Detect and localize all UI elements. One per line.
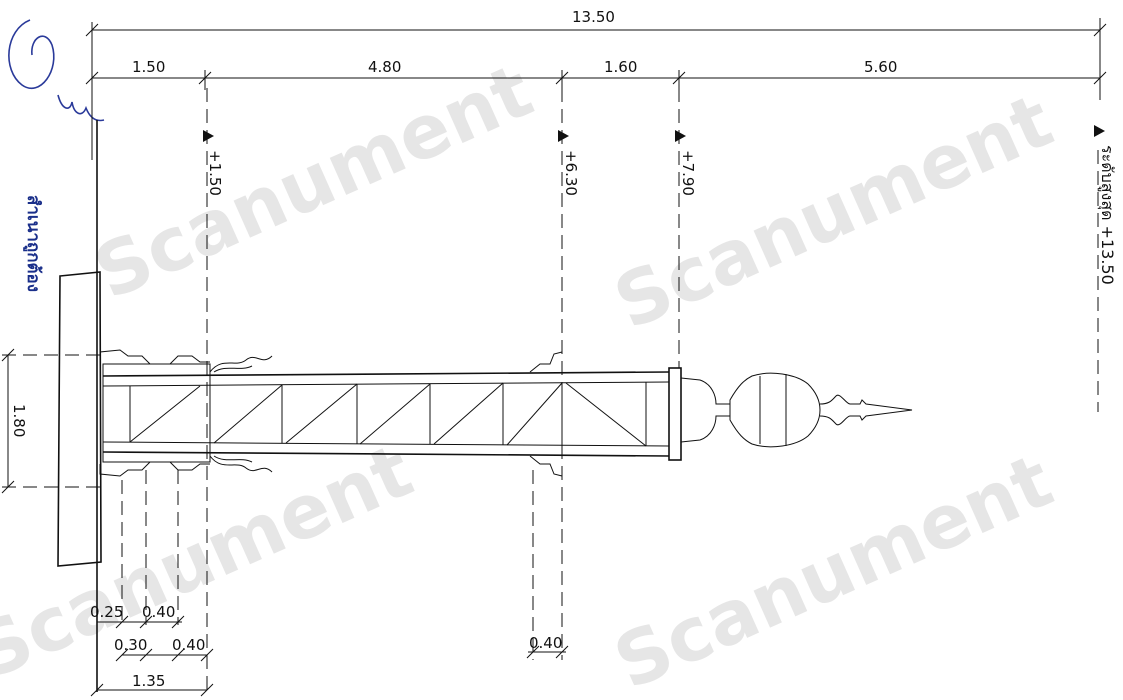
- signature-icon: [8, 19, 105, 122]
- level-markers: +1.50 +6.30 +7.90 ระดับสูงสุด +13.50: [203, 125, 1117, 285]
- dim-025: 0.25: [90, 603, 123, 621]
- top-dimensions: 13.50 1.50 4.80 1.60 5.60: [85, 8, 1107, 160]
- base-plate: [57, 271, 102, 567]
- level-arrow-icon: [1094, 125, 1105, 137]
- level-arrow-icon: [558, 130, 569, 142]
- dim-040-right: 0.40: [529, 634, 562, 652]
- dim-height: 1.80: [10, 404, 28, 437]
- stamp-text: สำเนาถูกต้อง: [22, 195, 43, 292]
- level-label-2: +6.30: [562, 150, 580, 196]
- lattice-arm: [99, 349, 682, 477]
- level-label-3: +7.90: [679, 150, 697, 196]
- level-label-max: ระดับสูงสุด +13.50: [1097, 145, 1117, 285]
- watermark-2: Scanument: [602, 78, 1064, 347]
- dim-135: 1.35: [132, 672, 165, 690]
- dim-seg-1: 1.50: [132, 58, 165, 76]
- dim-seg-3: 1.60: [604, 58, 637, 76]
- bottom-dimensions: 0.25 0.40 0.30 0.40 1.35 0.40: [90, 603, 569, 697]
- dim-040-top: 0.40: [142, 603, 175, 621]
- dim-total: 13.50: [572, 8, 615, 26]
- watermark-4: Scanument: [602, 438, 1064, 700]
- dim-seg-4: 5.60: [864, 58, 897, 76]
- watermark-3: Scanument: [0, 428, 425, 697]
- finial: [680, 372, 913, 448]
- watermark-1: Scanument: [82, 48, 544, 317]
- level-arrow-icon: [675, 130, 686, 142]
- level-label-1: +1.50: [206, 150, 224, 196]
- height-dimension: 1.80: [1, 348, 100, 494]
- dim-seg-2: 4.80: [368, 58, 401, 76]
- wall-and-base: สำเนาถูกต้อง: [22, 120, 102, 692]
- dim-040-bottom: 0.40: [172, 636, 205, 654]
- dim-030: 0.30: [114, 636, 147, 654]
- level-arrow-icon: [203, 130, 214, 142]
